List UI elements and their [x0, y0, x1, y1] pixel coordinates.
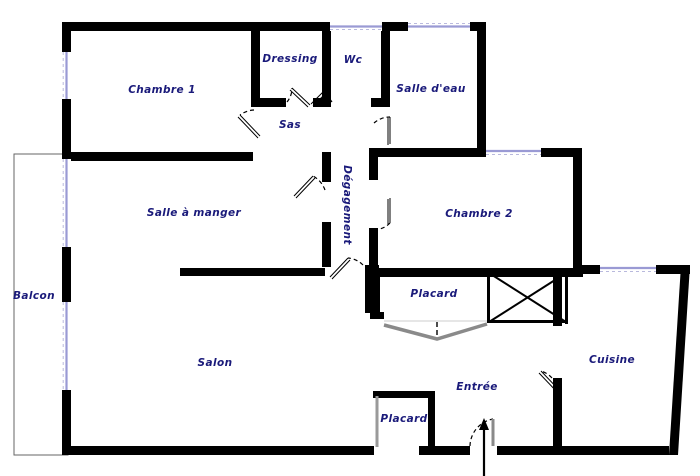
- entrance-direction-arrow: [479, 418, 489, 476]
- wall-degagement-right-b: [369, 228, 378, 273]
- wall-left-upper: [62, 22, 71, 52]
- wall-placard-jamb-left: [370, 276, 380, 316]
- windows: [62, 22, 656, 390]
- door-salledeau: [373, 116, 391, 145]
- wall-wc-salledeau: [381, 22, 390, 98]
- wall-dressing-wc: [322, 22, 331, 98]
- wall-cuisine-top-right: [655, 265, 690, 274]
- room-label-entree: Entrée: [456, 381, 498, 393]
- wall-degagement-left-b: [322, 222, 331, 267]
- wall-cuisine-slanted: [669, 265, 690, 455]
- wall-chambre1-right: [251, 22, 260, 98]
- wall-degagement-left-a: [322, 152, 331, 182]
- wall-left-mid2: [62, 247, 71, 302]
- door-entrance: [469, 418, 495, 447]
- room-label-salle-a-manger: Salle à manger: [147, 207, 242, 219]
- wall-bottom-mid: [419, 446, 470, 455]
- crossed-square-shaft: [488, 272, 567, 323]
- window-left-upper: [62, 52, 71, 99]
- room-label-balcon: Balcon: [13, 290, 55, 302]
- wall-entree-cuisine-upper: [553, 276, 562, 326]
- wall-salledeau-bottom: [375, 148, 486, 157]
- door-wc: [310, 87, 333, 107]
- wall-chambre2-bottom: [378, 268, 583, 277]
- window-chambre2-top: [486, 148, 541, 157]
- wall-placard-bas-right: [428, 391, 435, 449]
- wall-left-lower: [62, 390, 71, 455]
- wall-right-salledeau: [477, 22, 486, 151]
- wall-jog-chambre2-top: [540, 148, 582, 157]
- wall-left-mid1: [62, 99, 71, 159]
- wall-cuisine-top-left: [573, 265, 603, 274]
- wall-placard-top-left: [378, 268, 387, 276]
- placard-folding-doors: [383, 320, 488, 341]
- room-label-cuisine: Cuisine: [589, 354, 635, 366]
- room-label-wc: Wc: [344, 54, 363, 66]
- wall-placard-jamb-low: [370, 312, 384, 319]
- wall-placard-bas-top: [373, 391, 435, 398]
- window-top-salledeau: [408, 22, 470, 31]
- wall-dressing-bottom: [251, 98, 286, 107]
- room-label-placard-bas: Placard: [380, 413, 427, 425]
- door-chambre2: [373, 198, 391, 231]
- wall-wc-bottom-left: [313, 98, 331, 107]
- door-sallemanger: [293, 175, 326, 199]
- room-label-chambre2: Chambre 2: [445, 208, 513, 220]
- wall-bottom-left: [62, 446, 374, 455]
- room-label-sas: Sas: [279, 119, 301, 131]
- window-left-mid: [62, 159, 71, 247]
- door-dressing: [286, 87, 311, 108]
- room-label-placard-haut: Placard: [410, 288, 457, 300]
- window-left-lower: [62, 302, 71, 390]
- window-cuisine-top: [600, 265, 656, 274]
- window-top-wc: [330, 22, 382, 31]
- wall-wc-bottom-right: [371, 98, 390, 107]
- wall-sallemanger-bottom: [180, 268, 325, 276]
- wall-degagement-right-a: [369, 148, 378, 180]
- room-label-salon: Salon: [198, 357, 233, 369]
- door-chambre1-sas: [237, 109, 261, 139]
- room-label-dressing: Dressing: [262, 53, 317, 65]
- wall-chambre1-bottom: [62, 152, 253, 161]
- wall-entree-cuisine-lower: [553, 378, 562, 448]
- door-cuisine: [538, 370, 562, 395]
- room-label-salle-deau: Salle d'eau: [396, 83, 466, 95]
- wall-top-exterior: [62, 22, 486, 31]
- wall-bottom-right: [497, 446, 669, 455]
- door-degagement-salon: [329, 257, 364, 280]
- doors: [237, 87, 562, 447]
- room-label-chambre1: Chambre 1: [128, 84, 196, 96]
- balcony-outline: [13, 153, 69, 456]
- room-label-degagement: Dégagement: [341, 165, 353, 245]
- room-labels: Chambre 1 Dressing Wc Salle d'eau Sas Dé…: [13, 53, 635, 425]
- wall-right-chambre2: [573, 148, 582, 273]
